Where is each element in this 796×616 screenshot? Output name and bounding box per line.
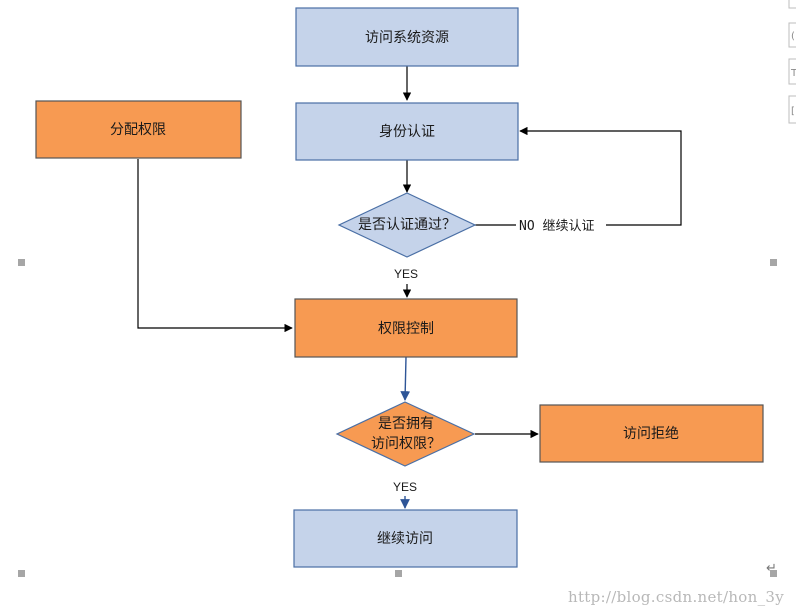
paragraph-mark-icon: ↵ bbox=[766, 561, 777, 576]
handle-left-middle[interactable] bbox=[18, 259, 25, 266]
layout-option-icon-3[interactable] bbox=[788, 58, 796, 85]
wrap-circle-icon: ( bbox=[791, 31, 795, 42]
layout-option-icon-1[interactable] bbox=[788, 0, 796, 9]
node-continue-access-label: 继续访问 bbox=[377, 530, 433, 547]
decision-auth-passed-label: 是否认证通过？ bbox=[358, 217, 456, 233]
node-permission-control: 权限控制 bbox=[294, 298, 518, 358]
node-access-resource: 访问系统资源 bbox=[295, 7, 519, 67]
edge-label-no-continue-auth: NO 继续认证 bbox=[519, 219, 594, 234]
decision-has-permission-line2: 访问权限？ bbox=[371, 436, 441, 452]
handle-bottom-middle[interactable] bbox=[395, 570, 402, 577]
edge-assign-to-control bbox=[137, 159, 293, 333]
wrap-square-icon: [ bbox=[791, 106, 795, 117]
node-access-denied-label: 访问拒绝 bbox=[623, 426, 679, 442]
decision-has-permission: 是否拥有 访问权限？ bbox=[335, 401, 476, 467]
edge-control-to-permission-decision bbox=[400, 356, 411, 401]
handle-bottom-right[interactable] bbox=[770, 570, 777, 577]
decision-auth-passed: 是否认证通过？ bbox=[337, 192, 477, 258]
edge-label-yes-permission: YES bbox=[393, 480, 417, 494]
node-access-denied: 访问拒绝 bbox=[539, 404, 764, 463]
handle-bottom-left[interactable] bbox=[18, 570, 25, 577]
layout-options-panel: ( T [ bbox=[788, 0, 796, 124]
node-authentication-label: 身份认证 bbox=[379, 124, 435, 140]
selection-handles bbox=[18, 259, 777, 577]
node-continue-access: 继续访问 bbox=[293, 509, 518, 568]
watermark-url: http://blog.csdn.net/hon_3y bbox=[568, 588, 784, 606]
handle-right-middle[interactable] bbox=[770, 259, 777, 266]
decision-has-permission-line1: 是否拥有 bbox=[378, 416, 434, 432]
node-authentication: 身份认证 bbox=[295, 102, 519, 161]
node-assign-permissions: 分配权限 bbox=[35, 100, 242, 159]
node-assign-permissions-label: 分配权限 bbox=[110, 122, 166, 138]
wrap-top-icon: T bbox=[790, 68, 796, 79]
node-permission-control-label: 权限控制 bbox=[378, 321, 434, 337]
node-access-resource-label: 访问系统资源 bbox=[365, 30, 449, 46]
edge-label-yes-auth: YES bbox=[394, 267, 418, 281]
layout-option-icon-4[interactable] bbox=[788, 95, 796, 124]
layout-option-icon-2[interactable] bbox=[788, 22, 796, 48]
